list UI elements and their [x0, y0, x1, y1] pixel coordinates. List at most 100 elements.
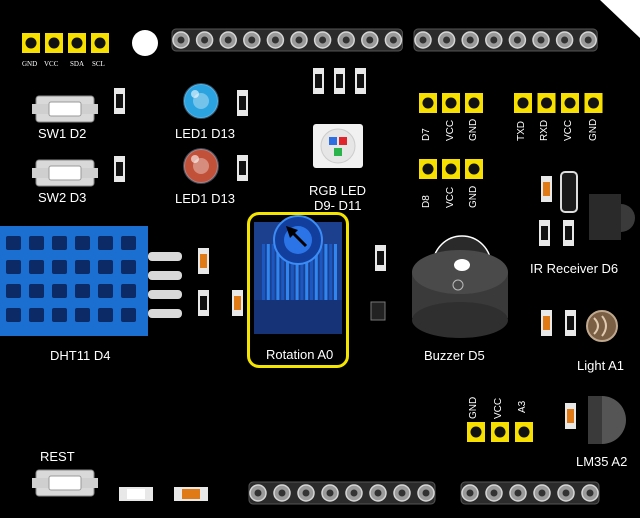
dht-resistor-1: [198, 248, 209, 274]
dht11-vent: [75, 284, 90, 298]
rgb-led-green-die: [334, 148, 342, 156]
i2c-header-pin-hole: [94, 37, 106, 49]
pot-knob-ridge: [314, 244, 318, 300]
top-header-right-pin-hole: [537, 36, 545, 44]
buzzer-label: Buzzer D5: [424, 348, 485, 363]
dht11-vent: [6, 236, 21, 250]
lm35-resistor: [565, 403, 576, 429]
reset-button-cap: [48, 475, 82, 491]
led-red-shine: [191, 155, 199, 163]
rgb-label-line1: RGB LED: [309, 183, 367, 198]
dht11-vent: [6, 260, 21, 274]
ir-cap: [541, 176, 552, 202]
light-sensor-cell: [586, 310, 618, 342]
lm35-header: [467, 422, 533, 442]
bottom-header-left: [248, 481, 436, 505]
d8-header: [419, 159, 483, 179]
lm35-a3-label: A3: [517, 400, 528, 413]
dht11-sensor: [0, 226, 182, 336]
d8-gnd-label: GND: [468, 185, 479, 208]
led-blue: [183, 83, 219, 119]
uart-header-pin-hole: [588, 97, 599, 109]
bottom-header-left-pin-hole: [278, 489, 286, 497]
pot-transistor: [370, 301, 386, 321]
dht-resistor-2: [198, 290, 209, 316]
lm35-body: [588, 396, 602, 444]
lm35-label: LM35 A2: [576, 454, 628, 469]
dht-resistor-1-center: [200, 254, 207, 268]
dht11-vent: [6, 284, 21, 298]
top-header-left-pin-hole: [248, 36, 256, 44]
dht11-vent: [121, 308, 136, 322]
pot-knob-ridge: [286, 244, 289, 300]
dht11-vent: [6, 308, 21, 322]
pot-knob-ridge: [310, 244, 313, 300]
sw1-button-cap: [48, 101, 82, 117]
top-header-right-pin-hole: [490, 36, 498, 44]
d8-header-pin-hole: [468, 163, 480, 175]
led1-bottom-label: LED1 D13: [175, 191, 235, 206]
dht-resistor-3-center: [234, 296, 241, 310]
rgb-label-line2: D9- D11: [314, 198, 362, 213]
i2c-scl-label: SCL: [92, 60, 105, 68]
bottom-header-left-pin-hole: [374, 489, 382, 497]
rgb-led-red-die: [339, 137, 347, 145]
pot-knob-ridge: [305, 244, 309, 300]
sw1-resistor-center: [116, 94, 123, 108]
rgb-led-dome: [320, 128, 356, 164]
dht11-vent: [98, 308, 113, 322]
d8-header-pin-hole: [422, 163, 434, 175]
lm35-dome: [602, 396, 626, 444]
bottom-header-right: [460, 481, 600, 505]
d7-header-pin-hole: [468, 97, 480, 109]
dht11-pin: [148, 309, 182, 318]
ir-resistor-1-center: [541, 226, 548, 240]
ir-led-frame: [560, 171, 578, 213]
rgb-resistor-1: [313, 68, 324, 94]
uart-header: [514, 93, 603, 113]
dht11-pin: [148, 290, 182, 299]
lm35-header-pin-hole: [470, 426, 482, 438]
ir-receiver: [560, 171, 635, 240]
d7-vcc-label: VCC: [445, 119, 456, 141]
dht11-vent: [75, 236, 90, 250]
light-sensor: [586, 310, 618, 342]
lm35-header-pin-hole: [494, 426, 506, 438]
rgb-resistor-1-center: [315, 74, 322, 88]
light-resistor-2: [565, 310, 576, 336]
light-sensor-trace: [593, 315, 607, 337]
reset-button: [32, 469, 98, 497]
bottom-header-left-pin-hole: [326, 489, 334, 497]
d7-gnd-label: GND: [468, 118, 479, 141]
buzzer-bottom: [412, 302, 508, 338]
rgb-resistor-2-center: [336, 74, 343, 88]
top-header-right-pin-hole: [561, 36, 569, 44]
bottom-header-right-pin-hole: [466, 489, 474, 497]
lm35-gnd-label: GND: [468, 396, 479, 419]
top-header-left-pin-hole: [201, 36, 209, 44]
ir-resistor-2-center: [565, 226, 572, 240]
sw1-resistor: [114, 88, 125, 114]
buzzer: [412, 235, 508, 338]
top-header-right-pin-hole: [513, 36, 521, 44]
top-header-right-pin-hole: [584, 36, 592, 44]
led-top-resistor-center: [239, 96, 246, 110]
lm35-header-pin-hole: [518, 426, 530, 438]
bottom-header-left-pin-hole: [398, 489, 406, 497]
dht11-vent: [121, 260, 136, 274]
pot-base-lower: [254, 300, 342, 334]
rgb-resistor-2: [334, 68, 345, 94]
light-resistor-1-center: [543, 316, 550, 330]
top-header-right-pin-hole: [443, 36, 451, 44]
buzzer-top: [412, 250, 508, 294]
d7-header: [419, 93, 483, 113]
dht11-vent: [121, 284, 136, 298]
ir-resistor-2: [563, 220, 574, 246]
bottom-header-left-body: [248, 481, 436, 505]
d7-header-pin-hole: [445, 97, 457, 109]
rotation-highlight-box: [247, 212, 349, 368]
rgb-resistor-3: [355, 68, 366, 94]
top-header-left-pin-hole: [342, 36, 350, 44]
light-label: Light A1: [577, 358, 624, 373]
